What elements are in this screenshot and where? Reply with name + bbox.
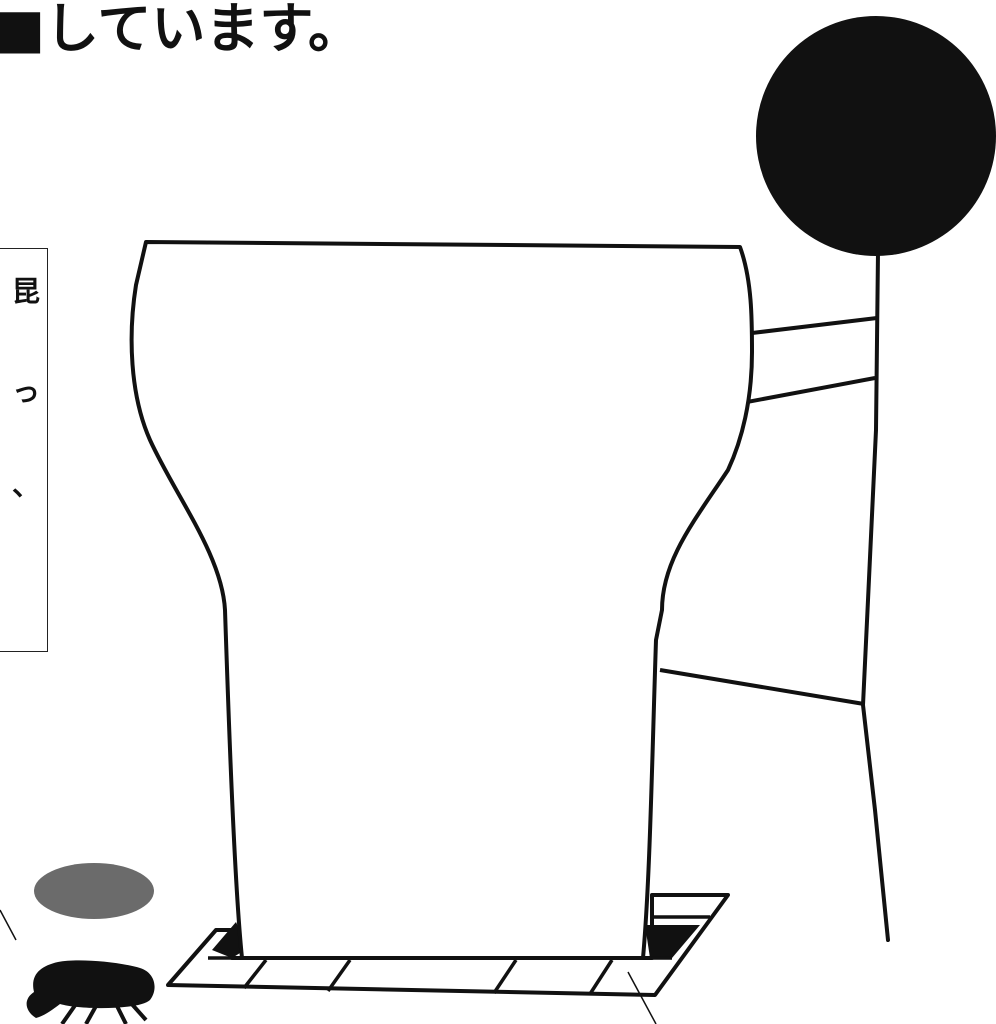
beetle-silhouette-icon [27,960,155,1024]
tree-canopy [756,16,996,256]
mat-slat-3 [494,960,516,993]
mat-slat-1 [244,960,266,988]
support-stake-lower [660,670,864,704]
mat-slat-4 [590,960,612,994]
beetle-leg-1 [62,1004,76,1024]
tree-trunk [863,252,888,940]
support-stake-upper [752,318,877,333]
pointer-line-left [0,910,16,940]
gray-oval-icon [34,863,154,919]
beetle-leg-2 [86,1006,96,1024]
pointer-line-right [628,972,656,1024]
mat-slat-2 [328,960,350,991]
trunk-wrap [132,242,752,958]
